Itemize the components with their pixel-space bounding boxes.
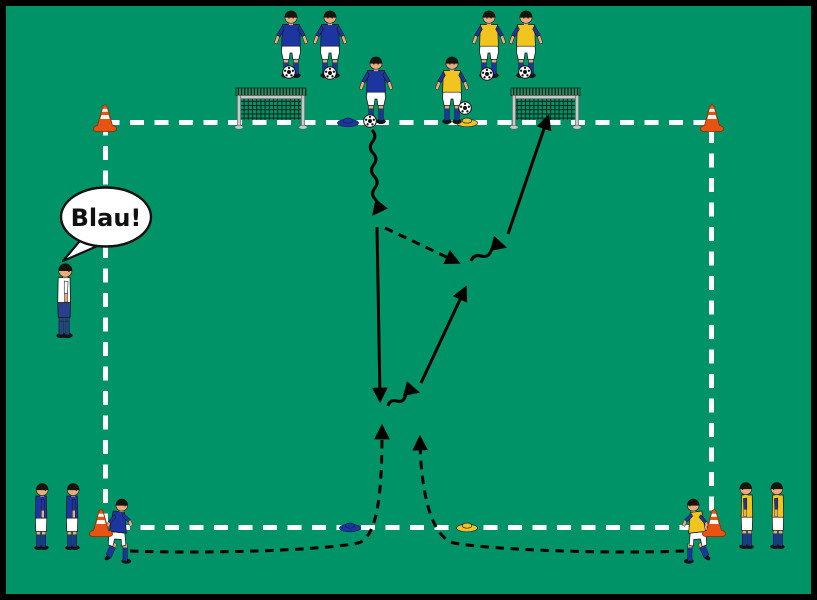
player-blue-waiting-top-1 <box>273 10 309 78</box>
soccer-ball <box>323 66 337 80</box>
arrow-dribble-before-shot <box>469 235 508 262</box>
soccer-ball <box>282 65 296 79</box>
cone-top-left <box>93 104 117 132</box>
soccer-ball <box>363 114 377 128</box>
goal-post <box>512 95 516 128</box>
player-blue-waiting-bottom-1 <box>34 483 49 550</box>
goal-left <box>234 87 308 130</box>
arrow-run-diagonal-right <box>384 226 461 265</box>
player-blue-attacker <box>358 56 394 124</box>
cone-top-right <box>700 104 724 132</box>
arrow-dribble-at-junction <box>386 381 421 407</box>
speech-bubble-text: Blau! <box>71 204 142 232</box>
goal-net-roof <box>235 87 307 96</box>
arrow-pass-down-center <box>372 226 388 404</box>
goal-crossbar <box>237 95 305 100</box>
goal-post-base <box>572 125 582 130</box>
player-yellow-attacker <box>434 56 470 124</box>
goal-crossbar <box>512 95 579 100</box>
goal-post <box>301 95 305 128</box>
cone-bottom-right <box>702 509 726 537</box>
disc-bottom-blue <box>339 522 361 533</box>
arrow-run-from-bottom-right <box>412 434 685 554</box>
player-yellow-waiting-bottom-1 <box>739 482 754 549</box>
goal-post <box>575 95 579 128</box>
goal-post <box>237 95 241 128</box>
goal-net <box>515 97 576 120</box>
player-yellow-waiting-top-1 <box>471 10 507 78</box>
player-yellow-waiting-bottom-2 <box>770 482 785 549</box>
player-blue-runner <box>104 498 134 564</box>
soccer-ball <box>480 67 494 81</box>
soccer-ball <box>518 65 532 79</box>
cone-bottom-left <box>89 509 113 537</box>
player-yellow-runner <box>681 498 711 564</box>
arrow-dribble-from-blue-start <box>368 128 388 216</box>
arrow-shot-into-right-goal <box>506 114 552 235</box>
goal-net-roof <box>510 87 581 96</box>
player-coach <box>56 263 73 339</box>
player-blue-waiting-bottom-2 <box>65 483 80 550</box>
goal-right <box>509 87 582 130</box>
goal-post-base <box>234 125 244 130</box>
goal-net <box>240 97 302 120</box>
disc-bottom-yellow <box>456 522 478 533</box>
goal-post-base <box>298 125 308 130</box>
speech-bubble-body <box>59 186 153 248</box>
field-boundary <box>103 120 714 530</box>
disc-top-blue <box>337 117 359 128</box>
goal-post-base <box>509 125 519 130</box>
arrow-pass-up-right <box>419 285 468 384</box>
speech-bubble: Blau! <box>59 186 153 263</box>
soccer-ball <box>458 101 472 115</box>
